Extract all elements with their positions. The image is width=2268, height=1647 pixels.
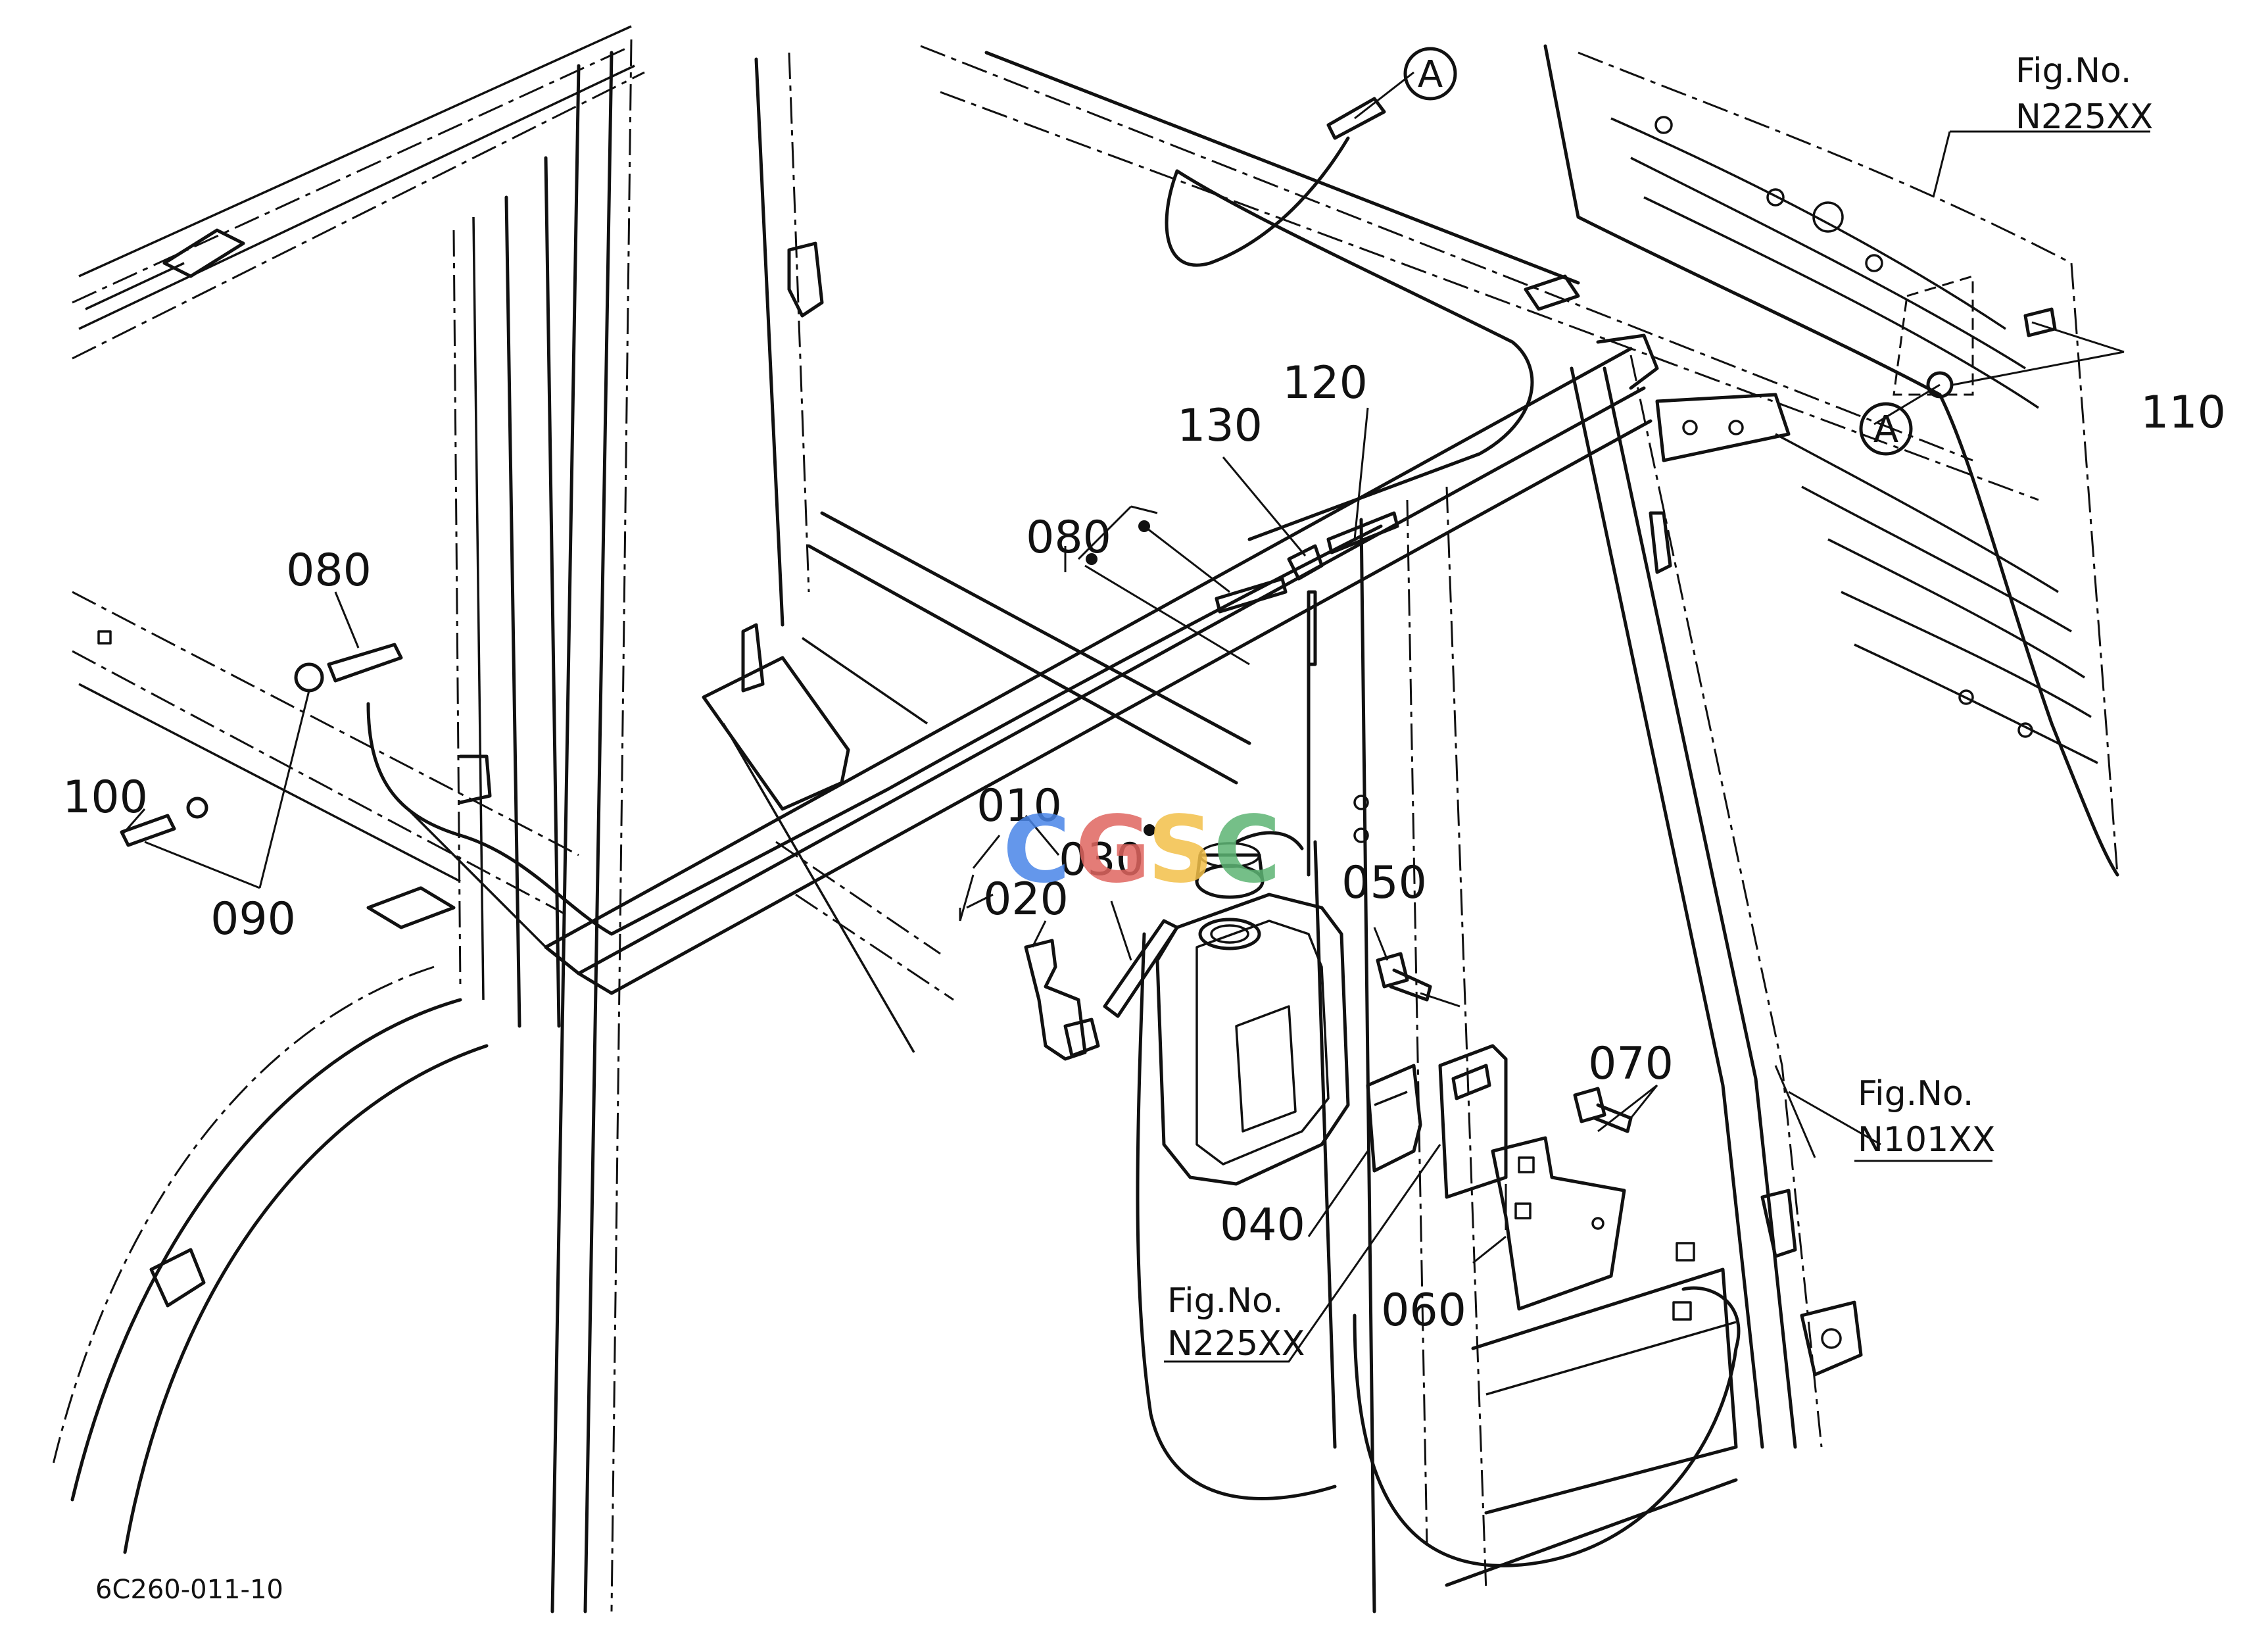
fig-ref-top-right: Fig.No. N225XX <box>2015 51 2153 137</box>
center-inner-frame <box>702 45 2039 1053</box>
callout-110: 110 <box>2140 387 2226 439</box>
bolt-070 <box>1573 1087 1633 1133</box>
fig-ref-line2: N225XX <box>2015 97 2153 137</box>
watermark-letter-1: C <box>1003 797 1071 904</box>
callout-040: 040 <box>1220 1199 1305 1251</box>
ref-marker-label: A <box>1418 53 1443 96</box>
tank-bracket <box>1366 1064 1422 1173</box>
callout-080-left: 080 <box>286 545 372 597</box>
watermark-letter-2: G <box>1075 797 1151 904</box>
bolt-050 <box>1376 952 1432 1002</box>
wheel-arch-left <box>51 966 489 1554</box>
cab-right-pillar <box>1570 355 1863 1449</box>
watermark-letter-3: S <box>1147 797 1214 904</box>
callout-010: 010 <box>977 780 1062 832</box>
nozzle-left <box>120 643 403 847</box>
cab-floor-left <box>72 591 579 929</box>
callout-120: 120 <box>1282 357 1368 409</box>
fig-ref-line1: Fig.No. <box>1858 1074 1973 1114</box>
cab-roof-left <box>72 25 645 360</box>
watermark-logo: C G S C <box>1003 797 1281 904</box>
callout-060: 060 <box>1381 1285 1466 1337</box>
fig-ref-line2: N225XX <box>1167 1324 1305 1364</box>
callout-130: 130 <box>1177 400 1263 452</box>
cab-right-lower <box>1353 486 1738 1613</box>
fig-ref-line1: Fig.No. <box>2015 51 2131 91</box>
nozzle-center <box>1215 511 1399 666</box>
cab-left-pillars <box>452 39 633 1613</box>
callout-100: 100 <box>62 772 148 823</box>
washer-pump <box>1024 919 1179 1061</box>
mount-plate <box>1438 1044 1695 1321</box>
callout-020: 020 <box>983 873 1069 925</box>
watermark-letter-4: C <box>1213 797 1281 904</box>
callout-050: 050 <box>1341 857 1427 909</box>
fig-ref-line2: N101XX <box>1858 1120 1995 1160</box>
ref-marker-label: A <box>1873 408 1898 451</box>
fig-ref-line1: Fig.No. <box>1167 1281 1283 1321</box>
callout-080-center: 080 <box>1026 512 1111 564</box>
drawing-code: 6C260-011-10 <box>95 1575 283 1605</box>
callout-070: 070 <box>1588 1038 1674 1090</box>
washer-tank <box>1155 831 1350 1186</box>
leader-lines <box>120 71 2150 1363</box>
callout-090: 090 <box>210 893 296 945</box>
ref-marker-a-right: A <box>1859 402 1913 456</box>
rear-panel <box>1524 44 2119 877</box>
fig-ref-right: Fig.No. N101XX <box>1858 1074 1995 1160</box>
fig-ref-bottom: Fig.No. N225XX <box>1167 1281 1305 1364</box>
front-cross-beam <box>393 333 1659 995</box>
ref-marker-a-top: A <box>1403 47 1457 101</box>
callout-030: 030 <box>1059 834 1144 886</box>
